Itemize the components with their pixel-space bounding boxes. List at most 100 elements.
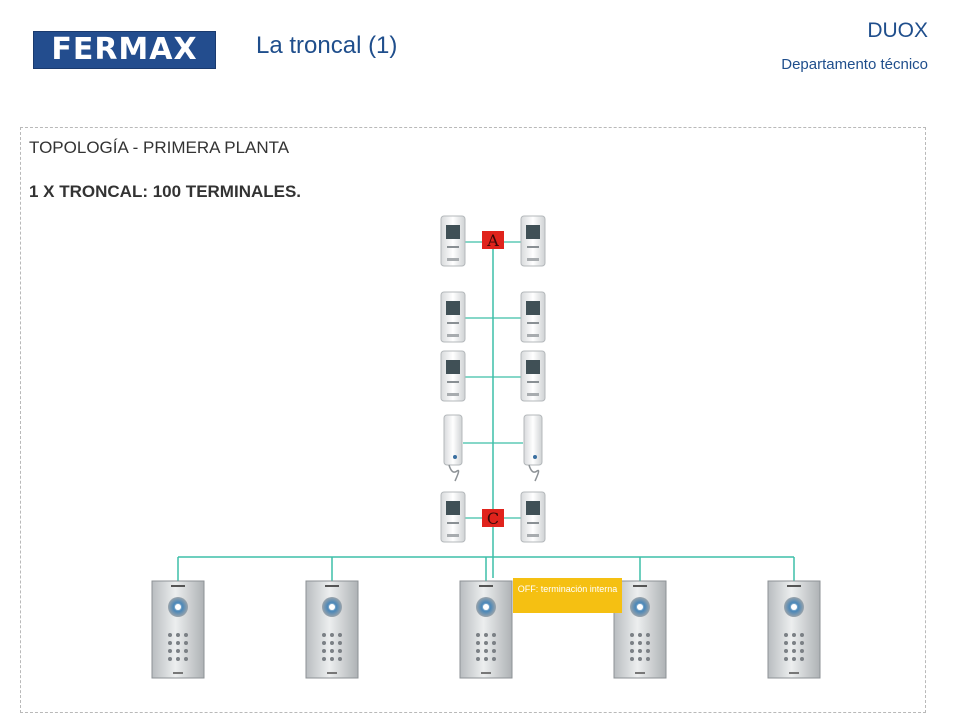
keypad-key xyxy=(646,641,650,645)
monitor-button xyxy=(447,322,459,324)
entrance-panel-4 xyxy=(613,580,667,679)
keypad-key xyxy=(638,657,642,661)
keypad-key xyxy=(176,633,180,637)
keypad-key xyxy=(800,649,804,653)
entrance-panel-5 xyxy=(767,580,821,679)
handset-body xyxy=(523,414,543,466)
keypad-key xyxy=(630,633,634,637)
keypad-key xyxy=(792,641,796,645)
terminal-monitor-left-2 xyxy=(440,291,466,343)
monitor-base xyxy=(447,334,459,337)
panel-speaker xyxy=(325,585,339,587)
camera-center xyxy=(791,604,797,610)
termination-note: OFF: terminación interna xyxy=(513,578,622,613)
keypad-key xyxy=(176,657,180,661)
monitor-screen xyxy=(446,301,460,315)
keypad-key xyxy=(322,633,326,637)
keypad-key xyxy=(330,641,334,645)
terminal-monitor-left-1 xyxy=(440,215,466,267)
camera-center xyxy=(329,604,335,610)
monitor-button xyxy=(527,322,539,324)
monitor-base xyxy=(447,393,459,396)
terminal-telephone-right-4 xyxy=(523,414,543,482)
panel-grille xyxy=(789,672,799,674)
handset-cord xyxy=(528,464,540,482)
terminal-telephone-left-4 xyxy=(443,414,463,482)
keypad-key xyxy=(484,649,488,653)
keypad-key xyxy=(322,657,326,661)
fermax-logo: FERMAX xyxy=(33,31,216,69)
handset-led xyxy=(533,455,537,459)
keypad-key xyxy=(492,633,496,637)
monitor-base xyxy=(527,393,539,396)
distributor-a: A xyxy=(482,231,504,250)
keypad-key xyxy=(330,649,334,653)
keypad-key xyxy=(322,649,326,653)
distributor-c: C xyxy=(482,509,504,528)
keypad-key xyxy=(176,641,180,645)
keypad-key xyxy=(630,649,634,653)
panel-speaker xyxy=(787,585,801,587)
keypad-key xyxy=(184,633,188,637)
camera-center xyxy=(483,604,489,610)
monitor-button xyxy=(447,381,459,383)
handset-body xyxy=(443,414,463,466)
keypad-key xyxy=(784,657,788,661)
keypad-key xyxy=(630,657,634,661)
monitor-base xyxy=(527,258,539,261)
keypad-key xyxy=(784,633,788,637)
panel-speaker xyxy=(479,585,493,587)
monitor-base xyxy=(527,334,539,337)
keypad-key xyxy=(476,657,480,661)
keypad-key xyxy=(484,657,488,661)
keypad-key xyxy=(784,649,788,653)
keypad-key xyxy=(330,657,334,661)
keypad-key xyxy=(638,649,642,653)
terminal-monitor-left-3 xyxy=(440,350,466,402)
panel-speaker xyxy=(633,585,647,587)
terminal-monitor-right-2 xyxy=(520,291,546,343)
trunk-heading: 1 X TRONCAL: 100 TERMINALES. xyxy=(29,182,302,201)
monitor-screen xyxy=(526,301,540,315)
monitor-screen xyxy=(446,501,460,515)
keypad-key xyxy=(784,641,788,645)
keypad-key xyxy=(476,633,480,637)
keypad-key xyxy=(338,641,342,645)
panel-grille xyxy=(173,672,183,674)
keypad-key xyxy=(330,633,334,637)
keypad-key xyxy=(630,641,634,645)
terminal-monitor-right-5 xyxy=(520,491,546,543)
terminal-monitor-right-3 xyxy=(520,350,546,402)
monitor-base xyxy=(447,534,459,537)
keypad-key xyxy=(638,641,642,645)
keypad-key xyxy=(168,641,172,645)
distributor-label: C xyxy=(487,509,499,528)
keypad-key xyxy=(646,657,650,661)
terminal-monitor-left-5 xyxy=(440,491,466,543)
keypad-key xyxy=(338,633,342,637)
keypad-key xyxy=(484,641,488,645)
keypad-key xyxy=(800,657,804,661)
keypad-key xyxy=(338,649,342,653)
panel-body xyxy=(767,580,821,679)
keypad-key xyxy=(476,649,480,653)
distributor-label: A xyxy=(486,231,499,250)
panel-speaker xyxy=(171,585,185,587)
keypad-key xyxy=(168,633,172,637)
monitor-base xyxy=(527,534,539,537)
monitor-button xyxy=(447,246,459,248)
panel-body xyxy=(459,580,513,679)
keypad-key xyxy=(184,649,188,653)
monitor-button xyxy=(527,522,539,524)
keypad-key xyxy=(484,633,488,637)
monitor-screen xyxy=(526,360,540,374)
camera-center xyxy=(637,604,643,610)
keypad-key xyxy=(338,657,342,661)
panel-grille xyxy=(481,672,491,674)
content-panel xyxy=(20,127,926,713)
panel-grille xyxy=(635,672,645,674)
keypad-key xyxy=(638,633,642,637)
panel-body xyxy=(151,580,205,679)
keypad-key xyxy=(492,657,496,661)
